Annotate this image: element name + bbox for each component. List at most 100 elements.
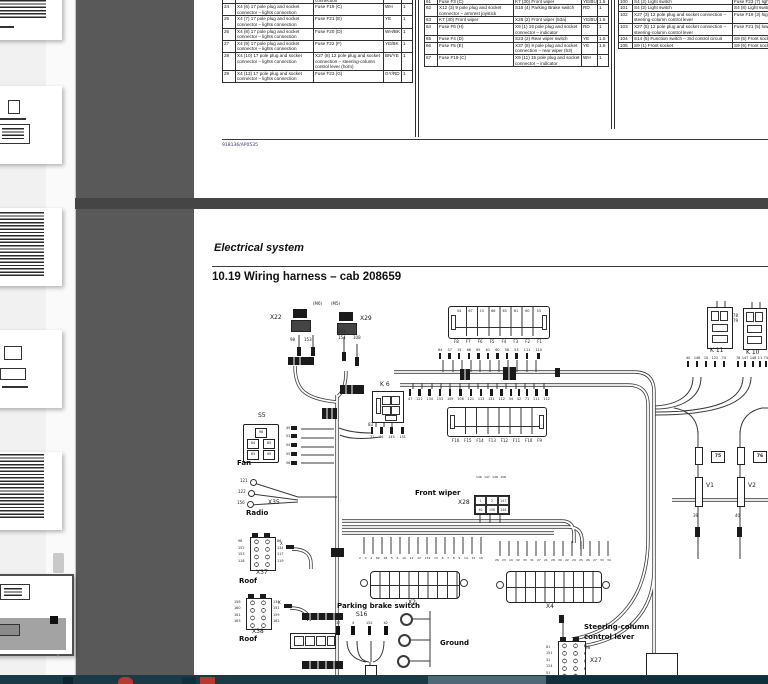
relay-label-k6: K 6 <box>380 381 390 388</box>
fuse-cell-number: 65 <box>502 309 507 313</box>
connector-label-x38: X38 <box>252 628 264 635</box>
fuse-box-bottom <box>447 407 547 437</box>
wire-stub: 55 <box>286 451 297 456</box>
wire-number: 10 <box>402 556 406 560</box>
page-thumbnail[interactable] <box>0 208 62 286</box>
ground-ring-terminal <box>397 655 410 668</box>
wire-number: 122 <box>416 389 422 401</box>
fuse-label: F1 <box>537 339 542 344</box>
figure-code: 918136/AP0535 <box>222 143 258 148</box>
fuse-cell-number: 60 <box>525 309 530 313</box>
page-thumbnail[interactable] <box>0 0 62 40</box>
steering-column-label-line1: Steering-column <box>584 623 650 631</box>
wire-number: 60 <box>495 348 499 359</box>
taskbar-icon[interactable] <box>63 677 73 684</box>
wire-number: 78 <box>736 356 740 367</box>
s5-cell: 84 <box>247 439 259 449</box>
wire-number: 158 <box>234 600 241 604</box>
wire-stub: 54 <box>286 443 297 448</box>
wire-number: 124 <box>546 664 553 669</box>
x28-cell: 2 <box>486 496 498 505</box>
wire-number: 121 <box>468 389 474 401</box>
wire-number: 30 <box>558 558 562 562</box>
wire-number: 33 <box>523 558 527 562</box>
fuse-label: F12 <box>500 438 509 443</box>
wiring-harness-drawing <box>250 301 768 675</box>
connector-x22-icon <box>293 309 307 318</box>
parking-brake-label: Parking brake switch <box>337 602 420 610</box>
wire-number: 37 <box>336 621 340 635</box>
wire-number: 19 <box>509 558 513 562</box>
connector-x29-body <box>337 323 357 335</box>
x28-cell: 1 <box>475 496 487 505</box>
wire-number: 47 <box>408 389 412 401</box>
diode-v1 <box>695 477 703 507</box>
wire-number: 16 <box>479 556 483 560</box>
heading-rule <box>212 266 768 267</box>
taskbar-icon-red[interactable] <box>118 677 133 684</box>
taskbar-active-app[interactable] <box>428 676 546 684</box>
wire-number: 86 <box>277 539 282 543</box>
fuse-label: F2 <box>525 339 531 344</box>
radio-terminal <box>250 479 257 486</box>
relay-k10 <box>743 308 767 350</box>
wire-number: 58 <box>505 348 509 359</box>
taskbar-icon[interactable] <box>182 677 196 684</box>
connector-label-x29: X29 <box>360 315 372 322</box>
page-thumbnail[interactable] <box>0 330 62 408</box>
roof-connector-x37 <box>250 537 276 571</box>
sidebar-scroll-down-button[interactable]: ˅ <box>55 654 61 665</box>
wire-number: 148 <box>750 356 756 367</box>
wire-number: 163 <box>234 619 241 624</box>
connector-label-x4: X4 <box>546 603 554 610</box>
x28-cell: 62 <box>475 505 487 514</box>
page-thumbnail[interactable] <box>0 452 62 530</box>
connection-table-c: connection – steering-column control lev… <box>618 0 768 50</box>
fuse-label: F10 <box>524 438 533 443</box>
wire-number: 11 <box>758 356 762 367</box>
wire-number: 8 <box>452 556 455 560</box>
page-rule <box>222 139 768 140</box>
taskbar-icon-red[interactable] <box>200 677 215 684</box>
wire-number: 147 <box>484 475 490 479</box>
connector-label-x28: X28 <box>458 499 470 506</box>
page-thumbnail-selected[interactable] <box>0 574 74 656</box>
wire-number: 31 <box>530 558 534 562</box>
wire-number: 7 <box>447 556 450 560</box>
wire-number: 62 <box>384 621 388 635</box>
x27-left-wire-numbers: 811513112451101 <box>546 645 552 675</box>
wire-number: 37 <box>448 348 452 359</box>
wire-number: 27 <box>593 558 597 562</box>
page-gap <box>75 198 768 209</box>
wire-stub: 53 <box>286 434 297 439</box>
relay-label-k10: K 10 <box>746 349 760 356</box>
fuse-cell-number: 15 <box>479 309 485 313</box>
wire-number: 10 <box>704 356 708 367</box>
wire-number: 154 <box>338 335 346 340</box>
wire-number: 26 <box>495 558 499 562</box>
wire-number: 160 <box>234 606 241 611</box>
wire-number: 39 <box>693 513 699 518</box>
wire-number: 15 <box>457 348 461 359</box>
wire-number: 122 <box>712 356 718 367</box>
wire-number: 22 <box>565 558 569 562</box>
lamp-block-connector <box>290 633 336 649</box>
page-heading: 10.19 Wiring harness – cab 208659 <box>212 271 402 283</box>
wire-number: 83 <box>368 422 374 427</box>
fuse-label: F3 <box>513 339 519 344</box>
page-thumbnail[interactable] <box>0 86 62 164</box>
connector-x2 <box>370 571 460 599</box>
sidebar-scrollbar-thumb[interactable] <box>53 553 64 573</box>
s5-cell: 49 <box>263 450 275 460</box>
fuse-tag-76: 76 <box>753 451 767 463</box>
